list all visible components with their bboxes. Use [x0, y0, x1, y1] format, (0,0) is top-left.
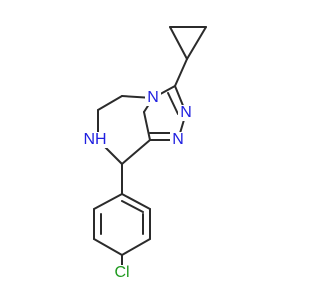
- atom-cl: Cl: [114, 264, 129, 281]
- atom-n4: N: [147, 89, 159, 106]
- pyrazine-ring: [97, 95, 154, 165]
- molecule-canvas: N N N NH Cl: [81, 26, 207, 282]
- atom-nh: NH: [83, 131, 106, 148]
- cyclopropyl-group: [169, 26, 207, 87]
- atom-n1: N: [180, 104, 192, 121]
- chlorophenyl-group: [93, 163, 151, 267]
- atom-n2: N: [172, 131, 184, 148]
- molecule-structure: N N N NH Cl: [81, 26, 207, 282]
- atom-labels: N N N NH Cl: [81, 89, 194, 281]
